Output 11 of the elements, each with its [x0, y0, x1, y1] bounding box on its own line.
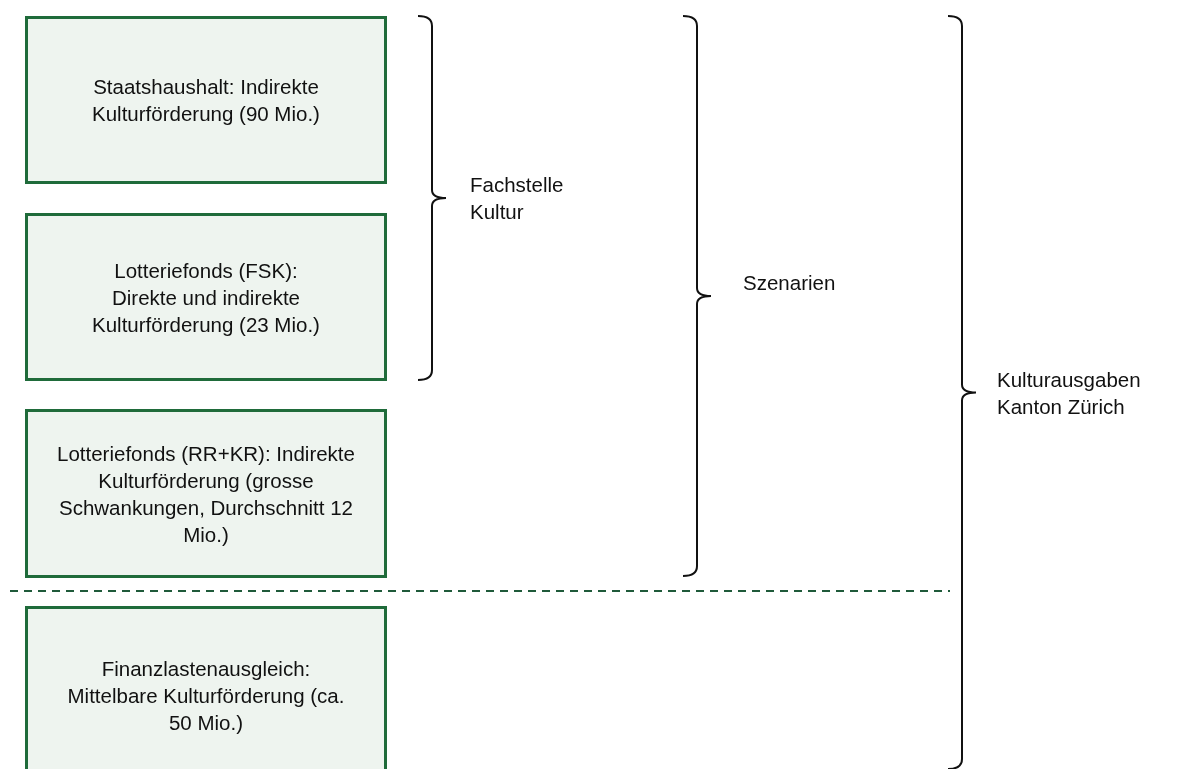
bracket-label: Kulturausgaben Kanton Zürich [997, 366, 1142, 420]
box-text: Staatshaushalt: Indirekte Kulturförderung (90 Mio.) [91, 74, 321, 127]
funding-box [25, 409, 387, 578]
box-text: Finanzlastenausgleich: Mittelbare Kulturförderung (ca. 50 Mio.) [66, 655, 346, 736]
box-text: Lotteriefonds (FSK): Direkte und indirekte Kulturförderung (23 Mio.) [91, 257, 321, 338]
funding-box [25, 16, 387, 184]
box-text: Lotteriefonds (RR+KR): Indirekte Kulturförderung (grosse Schwankungen, Durchschnitt 12 Mio.) [56, 440, 356, 548]
funding-box [25, 213, 387, 381]
bracket-label: Szenarien [743, 270, 837, 296]
funding-box [25, 606, 387, 769]
bracket-label: Fachstelle Kultur [470, 172, 565, 225]
